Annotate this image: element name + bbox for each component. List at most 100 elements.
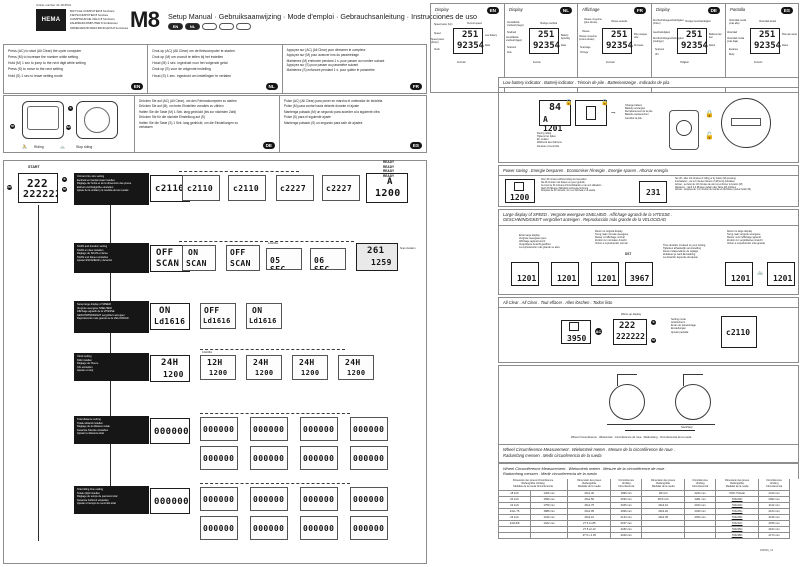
article-number: Article number 41.18.6541 — [36, 3, 72, 7]
device-diagram: M S AC 🚴 Riding 🚲 Stop riding — [8, 98, 128, 156]
label-function: Función — [754, 62, 763, 64]
return-normal-lines: Return to original display Terug naar no… — [595, 230, 647, 246]
lang-oval-nl: NL — [185, 23, 200, 30]
instruction-line: Maintenez (M) enfoncée pendant 1 s. pour… — [286, 58, 385, 63]
step-line: Totale rijtijd instellen — [77, 491, 100, 495]
lock-open-icon: 🔓 — [705, 133, 714, 140]
lcd-warmup: 222 222222 — [613, 319, 647, 345]
flow-dash-connector-clock — [200, 349, 345, 350]
lcd-ls-1: 1201 — [511, 261, 539, 286]
language-selector: EN NL — [168, 23, 251, 30]
during-line: Tijdens het rijden — [537, 135, 556, 139]
instruction-line: Press (AC) to start (All Clear) the cycl… — [8, 48, 82, 53]
table: Tire Size Circumference Bandenmaat Omtre… — [497, 470, 790, 539]
logo-line: ORDENADOR PARA BICICLETA 8 funciones — [70, 25, 129, 30]
ps-line: Au bout de 30 minutes d'immobilisation e… — [541, 184, 602, 187]
flow-s-key: S — [62, 177, 67, 182]
step-line: Total distance setting — [77, 418, 101, 421]
instruction-line: Hold (M) 1 sec to jump to the next digit… — [8, 61, 86, 66]
step-line: Affichage agrandi de la VITESSE — [77, 310, 115, 314]
instruction-line: Pulse (AC) (All Clear) para poner en mar… — [284, 98, 383, 103]
setup-flowchart: START 222 222222 AC S M Unit and tire si… — [3, 160, 427, 564]
label-avg-speed-down: Vitesse moyenne (moins élevée) — [579, 36, 597, 41]
handlebar-right — [683, 374, 703, 386]
label-function: Function — [457, 62, 466, 64]
label-function: Fonction — [606, 62, 615, 64]
flow-connector — [110, 444, 111, 486]
instruction-line: Druk op (S) voor de volgende instelling — [152, 67, 211, 72]
lcd-start-display: 222 222222 — [18, 173, 58, 203]
lcd-clock-12h: 12H 1200 — [200, 355, 236, 380]
document-id: 180316_V1 — [760, 549, 774, 552]
lang-badge-de: DE — [262, 142, 275, 149]
step-line: Ajustar ESCANEAR y duración — [77, 259, 113, 263]
label-low-battery: Batterie fast leer — [709, 34, 722, 39]
section-heading: All Clear . All Clear . Tout effacer . A… — [499, 298, 798, 308]
mini-lcd-display: 251 92354 — [677, 28, 708, 54]
lcd-scan-off: OFF SCAN — [226, 245, 260, 271]
lang-oval-fr — [202, 23, 217, 30]
lcd-ls-5: 1201 — [725, 261, 753, 286]
flow-ac-key: AC — [7, 185, 12, 190]
during-riding-lines: During riding Tijdens het rijden En roul… — [537, 132, 597, 148]
flow-step-unit-wheel: Unit and tire size setting Eenheid en ba… — [74, 173, 149, 205]
section-heading: Large display of SPEED . Vergrote weerga… — [499, 210, 798, 226]
wheel-circumference-table: Tire Size Circumference Bandenmaat Omtre… — [497, 470, 790, 539]
panel-title: Affichage — [582, 7, 600, 12]
ready-label: READY — [383, 160, 395, 164]
button-s-callout: S — [68, 106, 73, 111]
instruction-line: Press (S) to move to the next setting — [8, 67, 63, 72]
instruction-panel-de: Drücken Sie auf (AC) (All Clear), um den… — [134, 96, 279, 152]
section-all-clear: All Clear . All Clear . Tout effacer . A… — [498, 297, 799, 363]
label-low-battery: Pila casi vacía — [782, 34, 797, 36]
step-line: Setup large display of SPEED — [77, 303, 111, 306]
return-line: Return to large display — [727, 229, 753, 233]
button-ac-callout: AC — [66, 125, 71, 130]
lcd-power-save-left: 1200 — [505, 179, 535, 203]
label-avg-speed-up: Gemiddelde snelheid (hoger) — [507, 22, 524, 27]
step-line: SCAN en duur instellen — [77, 248, 104, 252]
step-line: Réglage de l'heure — [77, 362, 99, 366]
ps-line: Activer - au bout de 1/2 minutes de vélo… — [675, 183, 743, 186]
label-avg-speed-up: Vitesse moyenne (plus élevée) — [584, 19, 602, 24]
section-low-battery: Low battery indicator . Batterij-indicat… — [498, 77, 799, 163]
section-power-saving: Power saving . Energie besparen . Econom… — [498, 165, 799, 207]
lcd-tt-opt1: 000000 — [200, 487, 238, 511]
instruction-panel-fr: Appuyez sur (AC) (All Clear) pour démarr… — [281, 45, 426, 93]
label-data: Daten — [709, 45, 716, 47]
label-12h24h-clock: 12H/24H — [202, 351, 213, 354]
section-wheel-measure: Start/Stop Wheel Circumference . Wielomt… — [498, 365, 799, 463]
lcd-td-opt1: 000000 — [200, 417, 238, 441]
ps-line: Aktivieren - nach 2-3 Minuten radeln ode… — [675, 186, 737, 189]
mini-lcd-display: 251 92354 — [602, 28, 633, 54]
lcd-unit-option-1: c2110 — [182, 175, 220, 201]
step-line: Klok instellen — [77, 358, 93, 362]
ready-label: READY — [383, 173, 395, 178]
step-line: Totale afstand instellen — [77, 421, 103, 425]
duration-lines: Time duration is based on your setting T… — [663, 244, 725, 260]
section-body: Enter large display Vergrote weergave op… — [499, 226, 798, 294]
label-speed: Geschwindigkeit — [653, 32, 670, 34]
instruction-line: Hold (S) 1 sec to leave setting mode — [8, 73, 63, 78]
label-scanning: Escaneo — [729, 49, 739, 51]
device-back-view — [76, 101, 118, 139]
step-line: SCAN and duration setting — [77, 245, 108, 248]
label-current-speed: Heutige Geschwindigkeit — [685, 21, 711, 23]
battery-cover-large — [721, 98, 771, 148]
during-line: Durante el recorrido — [537, 144, 560, 148]
label-low-battery: Pile presque vide — [634, 34, 647, 39]
instruction-line: Appuyez sur (AC) (All Clear) pour démarr… — [286, 47, 366, 52]
lcd-ac-start: 3950 — [561, 320, 591, 344]
instruction-line: Druk op (AC) (All Clear) om de fietscomp… — [152, 48, 235, 53]
return-line: Return to original display — [595, 229, 623, 233]
section-heading: Power saving . Energie besparen . Econom… — [499, 166, 798, 176]
instruction-line: Maintenez (S) enfoncée pendant 1 s. pour… — [286, 68, 375, 73]
dst-label: DST — [625, 251, 632, 256]
label-speed-pacer-down: Speed pacer (Down) — [431, 39, 445, 44]
ps-line: After 30 minutes without riding and oper… — [541, 179, 587, 181]
ready-label: READY — [383, 169, 395, 174]
ps-line: Set off - after 1/2 minutes of riding or… — [675, 178, 736, 180]
logo-line: FIETSCOMPUTER 8 functies — [70, 13, 108, 18]
